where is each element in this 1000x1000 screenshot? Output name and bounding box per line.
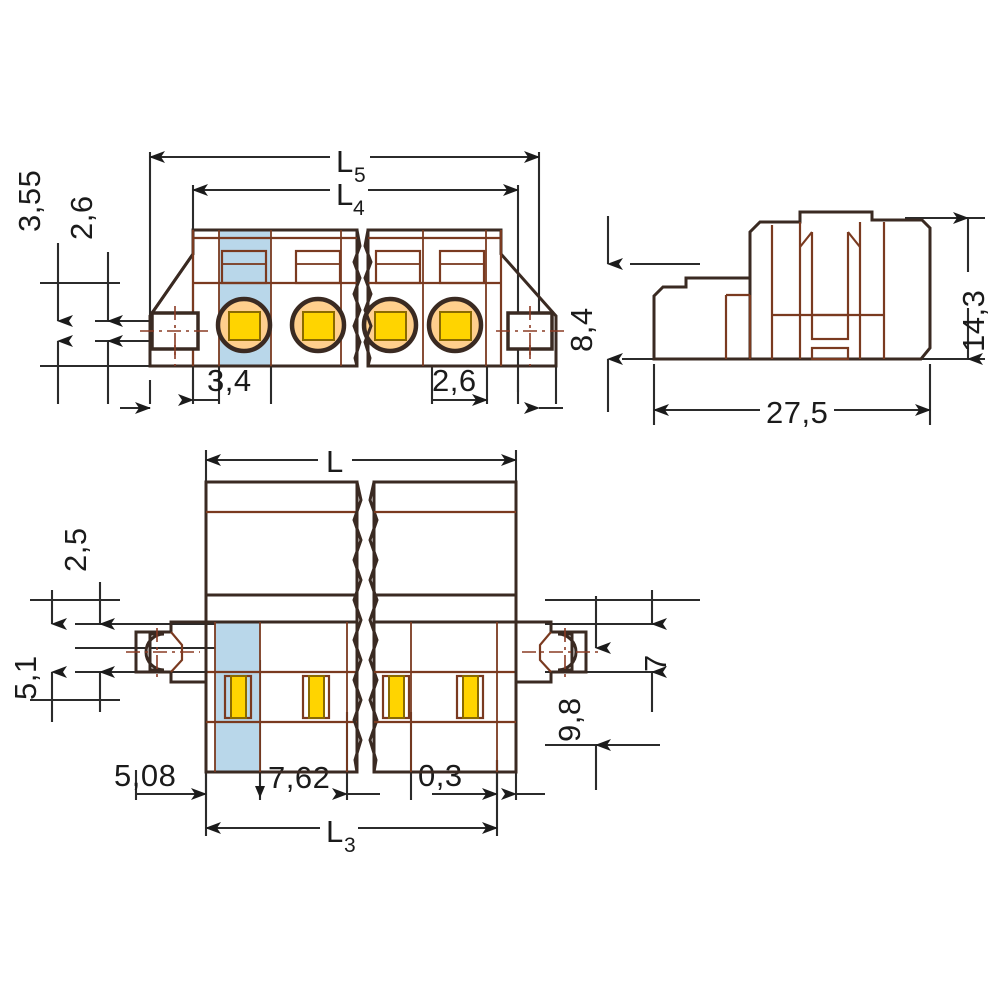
bottom-break-line-left xyxy=(352,481,363,773)
dimension-27-5: 27,5 xyxy=(653,395,931,430)
dimension-3-55: 3,55 xyxy=(12,170,73,404)
bottom-left-mount-slot xyxy=(144,632,165,672)
front-left-pin-2 xyxy=(302,311,335,341)
front-right-pin-2 xyxy=(439,311,472,341)
dimension-label-L3-subscript: 3 xyxy=(344,834,356,857)
front-right-clamp-slot-1 xyxy=(374,249,422,285)
front-housing-right xyxy=(361,228,566,368)
front-left-mount-hole xyxy=(140,306,210,356)
dimension-0-3: 0,3 xyxy=(418,758,545,800)
front-left-clamp-slot-1 xyxy=(220,249,268,285)
dimension-label-2-6-bottom: 2,6 xyxy=(432,363,477,398)
front-right-clamp-slot-2 xyxy=(438,249,486,285)
dimension-label-7: 7 xyxy=(638,654,673,672)
dimension-label-L5: L xyxy=(336,144,354,179)
dimension-L4: L 4 xyxy=(192,177,519,220)
bottom-housing-left xyxy=(126,480,359,774)
dimension-label-3-55: 3,55 xyxy=(12,170,47,232)
bottom-right-mounting-ear xyxy=(514,620,588,684)
dimension-5-1: 5,1 xyxy=(8,590,67,722)
dimension-label-0-3: 0,3 xyxy=(418,758,463,793)
dimension-label-L3: L xyxy=(326,814,344,849)
dimension-2-6-bottom: 2,6 xyxy=(432,363,488,406)
dimension-L5: L 5 xyxy=(149,144,540,187)
dimension-label-2-6-left: 2,6 xyxy=(64,195,99,240)
bottom-view: L L 3 2,5 5,1 5,08 xyxy=(8,444,700,857)
front-break-line-left xyxy=(352,229,362,367)
front-left-clamp-2-contact xyxy=(295,250,341,265)
front-housing-left xyxy=(140,228,359,368)
dimension-3-4: 3,4 xyxy=(178,363,252,406)
front-right-clamp-1-contact xyxy=(375,250,421,265)
front-left-wire-opening-1 xyxy=(215,296,273,354)
bottom-right-mount-slot xyxy=(557,632,578,672)
front-left-clamp-slot-2 xyxy=(294,249,342,285)
bottom-right-pin-1 xyxy=(381,674,411,720)
dimension-label-L4-subscript: 4 xyxy=(353,197,365,220)
dimension-L: L xyxy=(205,444,517,479)
dimension-label-2-5: 2,5 xyxy=(58,527,93,572)
bottom-left-mounting-ear xyxy=(134,620,208,684)
bottom-housing-right xyxy=(372,480,600,774)
dimension-label-L4: L xyxy=(336,177,354,212)
dimension-L3: L 3 xyxy=(205,814,498,857)
dimension-7-62: 7,62 xyxy=(255,760,380,800)
bottom-right-pin-2 xyxy=(455,674,485,720)
side-view: 8,4 14,3 27,5 xyxy=(564,210,991,430)
dimension-2-6-left: 2,6 xyxy=(64,195,123,404)
front-left-wire-opening-2 xyxy=(289,296,347,354)
side-body-upper-right xyxy=(748,210,932,361)
dimension-label-27-5: 27,5 xyxy=(766,395,828,430)
side-body-internal-lines xyxy=(724,222,886,361)
dimension-9-8: 9,8 xyxy=(552,596,611,790)
front-view: L 5 L 4 3,55 2,6 3,4 2 xyxy=(12,144,566,414)
dimension-label-5-1: 5,1 xyxy=(8,655,43,700)
front-right-pin-1 xyxy=(374,311,407,341)
front-left-clamp-1-contact xyxy=(221,250,267,265)
dimension-label-8-4: 8,4 xyxy=(564,307,599,352)
front-left-pin-1 xyxy=(228,311,261,341)
front-right-wire-opening-1 xyxy=(361,296,419,354)
dimension-label-7-62: 7,62 xyxy=(268,760,330,795)
front-right-mount-hole xyxy=(496,306,566,356)
dimension-7: 7 xyxy=(638,590,673,712)
dimension-label-L5-subscript: 5 xyxy=(354,164,366,187)
bottom-left-pin-1 xyxy=(223,674,253,720)
front-break-line-right xyxy=(363,229,373,367)
dimension-label-3-4: 3,4 xyxy=(207,363,252,398)
front-right-wire-opening-2 xyxy=(426,296,484,354)
dimension-8-4: 8,4 xyxy=(564,216,623,412)
dimension-2-5: 2,5 xyxy=(58,527,115,712)
dimension-14-3: 14,3 xyxy=(953,212,991,365)
bottom-right-front-block xyxy=(372,620,518,774)
bottom-left-pin-2 xyxy=(301,674,331,720)
dimension-label-14-3: 14,3 xyxy=(956,290,991,352)
dimension-5-08: 5,08 xyxy=(114,758,207,800)
dimension-label-L: L xyxy=(326,444,344,479)
front-right-clamp-2-contact xyxy=(439,250,485,265)
dimension-label-5-08: 5,08 xyxy=(114,758,176,793)
dimension-label-9-8: 9,8 xyxy=(552,697,587,742)
